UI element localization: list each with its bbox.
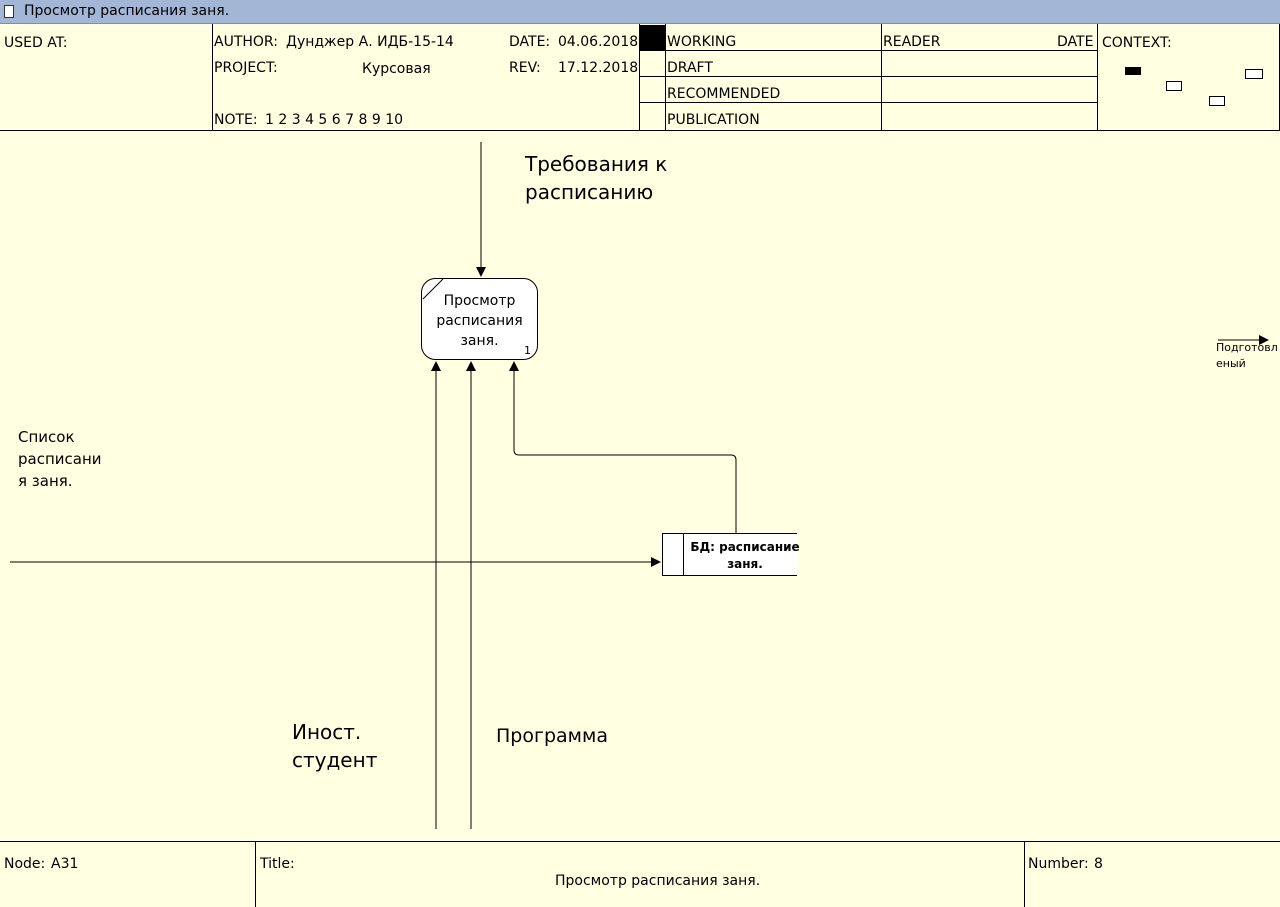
header-divider xyxy=(665,24,666,130)
footer-divider xyxy=(1024,842,1025,907)
context-box-active xyxy=(1125,67,1141,75)
title-value: Просмотр расписания заня. xyxy=(555,873,761,889)
working-status-marker xyxy=(640,25,665,50)
input-label-line: расписани xyxy=(18,450,102,468)
header-divider xyxy=(212,24,213,130)
input-label-line: я заня. xyxy=(18,472,73,490)
document-icon xyxy=(4,5,14,18)
activity-label: Просмотр расписания заня. xyxy=(422,291,537,351)
input-label-line: Список xyxy=(18,428,75,446)
date-label: DATE: xyxy=(509,34,551,50)
context-box xyxy=(1245,69,1263,79)
mechanism-label-student[interactable]: Иност. студент xyxy=(292,718,377,774)
status-working: WORKING xyxy=(667,34,737,50)
used-at-label: USED AT: xyxy=(4,35,68,51)
node-label: Node: xyxy=(4,856,46,872)
mechanism-label-line: Иност. xyxy=(292,720,362,744)
title-label: Title: xyxy=(260,856,295,872)
note-value: 1 2 3 4 5 6 7 8 9 10 xyxy=(265,112,404,128)
note-label: NOTE: xyxy=(214,112,258,128)
number-value: 8 xyxy=(1094,856,1103,872)
datastore-label-line: БД: расписание xyxy=(690,540,800,554)
context-label: CONTEXT: xyxy=(1102,35,1172,51)
control-label-line: расписанию xyxy=(525,180,654,204)
mechanism-label-program[interactable]: Программа xyxy=(496,725,608,747)
datastore-to-activity-arrow[interactable] xyxy=(509,361,737,533)
project-value: Курсовая xyxy=(362,61,431,77)
output-label[interactable]: Подготовл еный xyxy=(1216,340,1278,372)
diagram-header: USED AT: AUTHOR: Дунджер А. ИДБ-15-14 DA… xyxy=(0,24,1280,131)
diagram-footer: Node: A31 Title: Просмотр расписания зан… xyxy=(0,841,1280,907)
header-row-line xyxy=(639,50,1097,51)
reader-date-label: DATE xyxy=(1057,34,1094,50)
header-divider xyxy=(1097,24,1098,130)
status-recommended: RECOMMENDED xyxy=(667,86,781,102)
context-box xyxy=(1166,81,1182,91)
activity-label-line: расписания xyxy=(436,313,523,329)
header-divider xyxy=(881,24,882,130)
datastore-box[interactable] xyxy=(662,533,798,576)
header-row-line xyxy=(639,76,1097,77)
number-label: Number: xyxy=(1028,856,1089,872)
window-title: Просмотр расписания заня. xyxy=(24,3,230,19)
footer-divider xyxy=(255,842,256,907)
status-publication: PUBLICATION xyxy=(667,112,760,128)
datastore-label-line: заня. xyxy=(727,557,763,571)
output-label-line: еный xyxy=(1216,357,1246,370)
control-label-line: Требования к xyxy=(525,152,668,176)
header-divider xyxy=(639,24,640,130)
context-box xyxy=(1209,96,1225,106)
header-row-line xyxy=(639,102,1097,103)
activity-label-line: Просмотр xyxy=(443,293,516,309)
window-title-bar: Просмотр расписания заня. xyxy=(0,0,1280,24)
status-draft: DRAFT xyxy=(667,60,713,76)
node-value: A31 xyxy=(51,856,79,872)
input-label[interactable]: Список расписани я заня. xyxy=(18,426,102,492)
datastore-label: БД: расписание заня. xyxy=(690,539,800,573)
rev-value: 17.12.2018 xyxy=(558,60,639,76)
activity-box[interactable] xyxy=(421,278,538,360)
date-value: 04.06.2018 xyxy=(558,34,639,50)
reader-label: READER xyxy=(883,34,941,50)
activity-number: 1 xyxy=(524,344,531,357)
author-value: Дунджер А. ИДБ-15-14 xyxy=(286,34,454,50)
mechanism-label-line: студент xyxy=(292,748,378,772)
project-label: PROJECT: xyxy=(214,60,278,76)
control-label[interactable]: Требования к расписанию xyxy=(525,150,667,206)
output-label-line: Подготовл xyxy=(1216,341,1278,354)
activity-label-line: заня. xyxy=(460,333,499,349)
author-label: AUTHOR: xyxy=(214,34,278,50)
rev-label: REV: xyxy=(509,60,541,76)
